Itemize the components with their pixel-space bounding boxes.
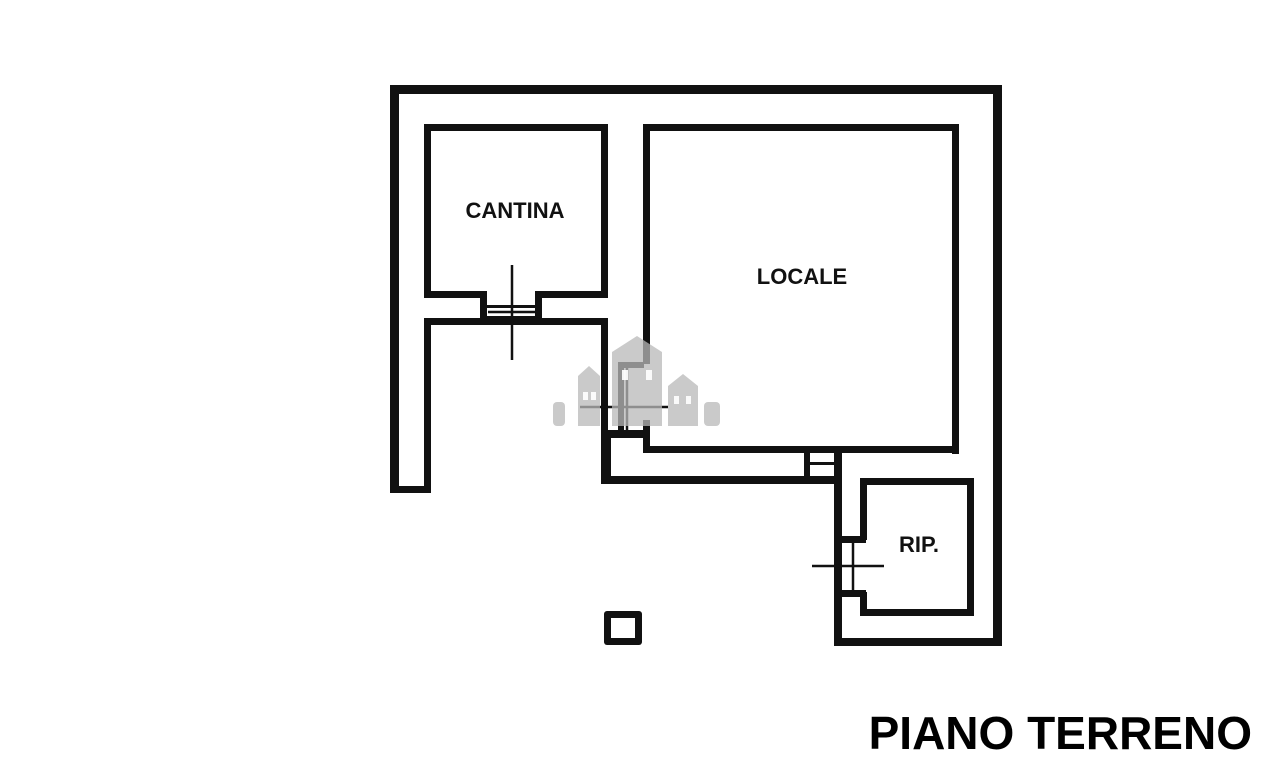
passage-step-top: [601, 430, 649, 438]
rip-left-wall-upper: [860, 478, 867, 540]
floor-title: PIANO TERRENO: [869, 707, 1252, 759]
slot-right-jamb: [834, 448, 840, 482]
rip-top-wall: [860, 478, 974, 485]
cantina-bottom-wall-left: [424, 291, 486, 298]
bottom-right-wall: [834, 638, 1002, 646]
cantina-door-jamb-right: [535, 291, 542, 321]
left-outer-wall: [390, 85, 399, 493]
cantina-room: CANTINA: [424, 124, 608, 438]
passage-left-wall: [601, 430, 611, 484]
rip-door-jamb-top: [840, 536, 866, 543]
pillar: [604, 611, 642, 645]
slot-threshold: [808, 462, 836, 465]
slot-left-jamb: [804, 448, 810, 482]
rip-right-wall: [967, 478, 974, 616]
left-inner-wall: [424, 320, 431, 493]
right-outer-wall: [993, 85, 1002, 645]
cantina-door-jamb-left: [480, 291, 487, 321]
rip-door-jamb-bottom: [840, 590, 866, 597]
cantina-label: CANTINA: [466, 198, 565, 223]
top-wall: [390, 85, 1000, 94]
cantina-top-wall: [424, 124, 608, 131]
rip-left-outer-wall: [834, 448, 842, 646]
corridor-right-wall: [601, 318, 608, 438]
watermark-logo: [553, 336, 720, 426]
locale-left-wall-upper: [643, 124, 650, 364]
rip-bottom-wall: [860, 609, 974, 616]
corridor-top-wall: [424, 318, 608, 325]
cantina-bottom-wall-right: [540, 291, 608, 298]
rip-room: RIP.: [812, 478, 974, 616]
bottom-left-stub: [390, 486, 430, 493]
rip-left-wall-lower: [860, 592, 867, 616]
locale-bottom-wall: [643, 446, 959, 453]
pillar-inner: [611, 618, 635, 638]
passage-bottom-wall: [601, 476, 842, 484]
locale-right-wall: [952, 124, 959, 454]
outer-walls: [390, 85, 1002, 646]
locale-top-wall: [643, 124, 959, 131]
locale-room: LOCALE: [643, 124, 959, 454]
rip-label: RIP.: [899, 532, 939, 557]
locale-label: LOCALE: [757, 264, 847, 289]
cantina-right-wall: [601, 124, 608, 298]
cantina-left-wall: [424, 124, 431, 298]
